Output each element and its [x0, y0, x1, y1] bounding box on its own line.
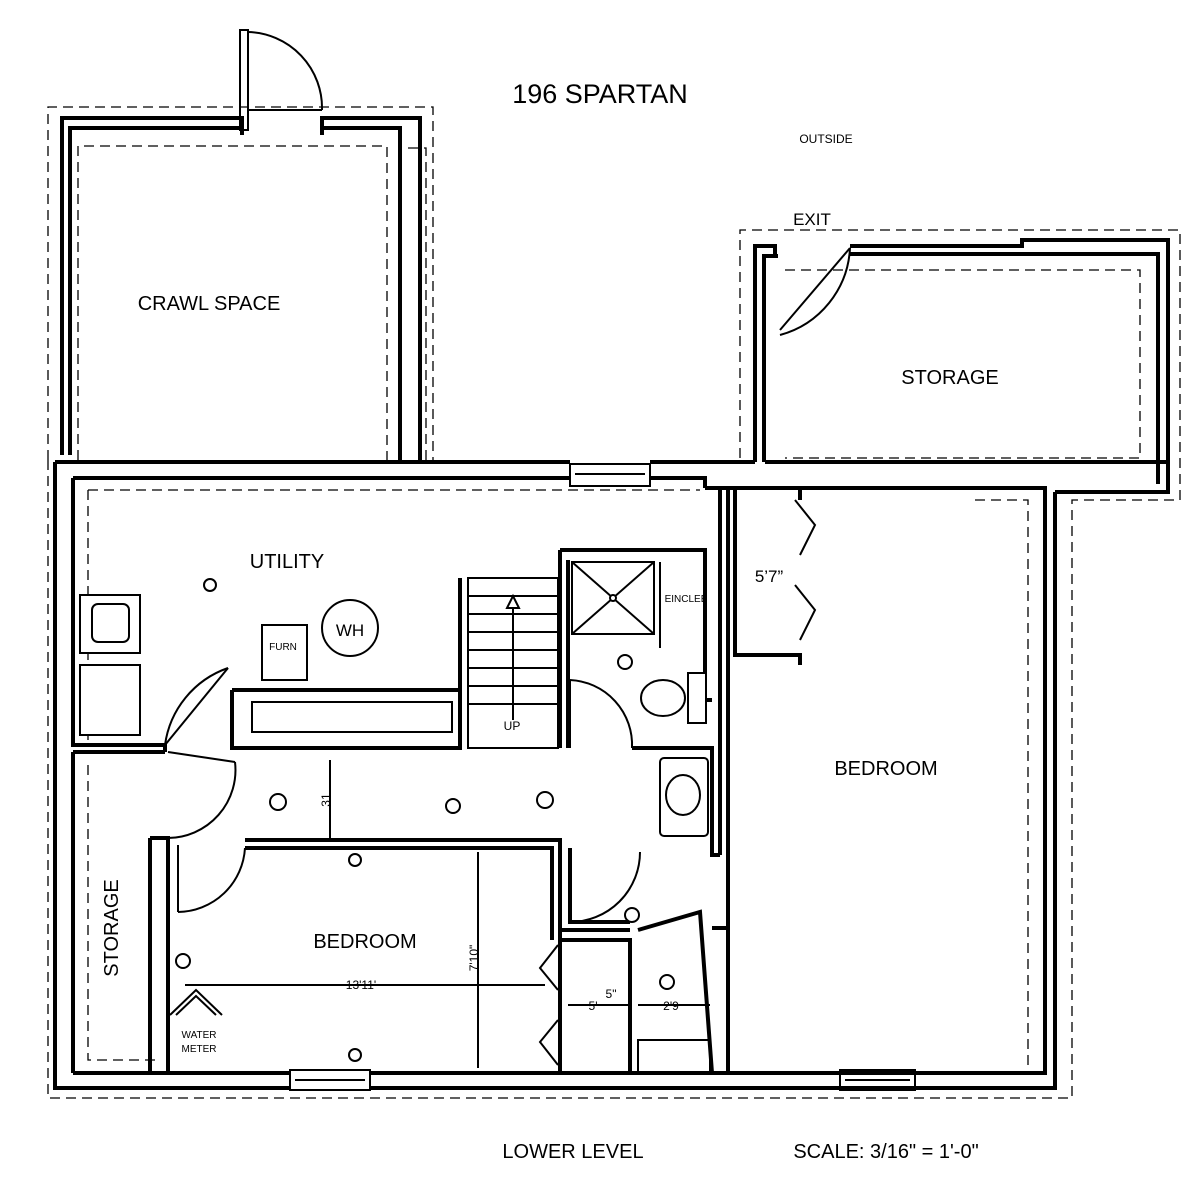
water-heater-label: WH	[336, 621, 364, 640]
main-outer-walls	[53, 460, 1168, 1090]
windows	[289, 463, 916, 1091]
utility-label: UTILITY	[250, 551, 324, 573]
bedroom-depth-label: 7'10"	[467, 945, 481, 972]
outside-label: OUTSIDE	[799, 132, 852, 146]
stairs	[467, 577, 559, 749]
closet-width-label: 5’7”	[755, 567, 784, 586]
storage-top-door	[779, 247, 851, 336]
closet-5in-label: 5"	[606, 987, 617, 1001]
enclee-label: EINCLEE	[665, 594, 708, 605]
crawl-space-door	[239, 29, 324, 131]
exit-label: EXIT	[793, 210, 831, 229]
furnace-label: FURN	[269, 642, 297, 653]
water-meter-label-line2: METER	[182, 1044, 217, 1055]
closet-29-label: 2'9	[663, 999, 679, 1013]
plan-title: 196 SPARTAN	[512, 79, 688, 109]
hall-width-label: 31	[319, 793, 333, 807]
closet-5-label: 5'	[589, 999, 598, 1013]
scale-label: SCALE: 3/16" = 1'-0"	[793, 1141, 978, 1163]
water-meter-label-line1: WATER	[182, 1030, 217, 1041]
level-label: LOWER LEVEL	[502, 1141, 643, 1163]
dimension-lines	[185, 760, 710, 1068]
doors	[164, 499, 817, 1066]
stairs-up-label: UP	[504, 719, 521, 733]
bedroom-right-label: BEDROOM	[834, 758, 937, 780]
storage-top-label: STORAGE	[901, 367, 998, 389]
crawl-space-label: CRAWL SPACE	[138, 293, 281, 315]
storage-left-label: STORAGE	[101, 879, 123, 976]
bedroom-width-label: 13'11'	[346, 978, 376, 992]
bedroom-left-label: BEDROOM	[313, 931, 416, 953]
crawl-space-walls	[60, 116, 422, 462]
interior-walls	[148, 486, 802, 1074]
storage-top-walls	[753, 238, 1170, 494]
fixtures	[79, 561, 709, 1062]
